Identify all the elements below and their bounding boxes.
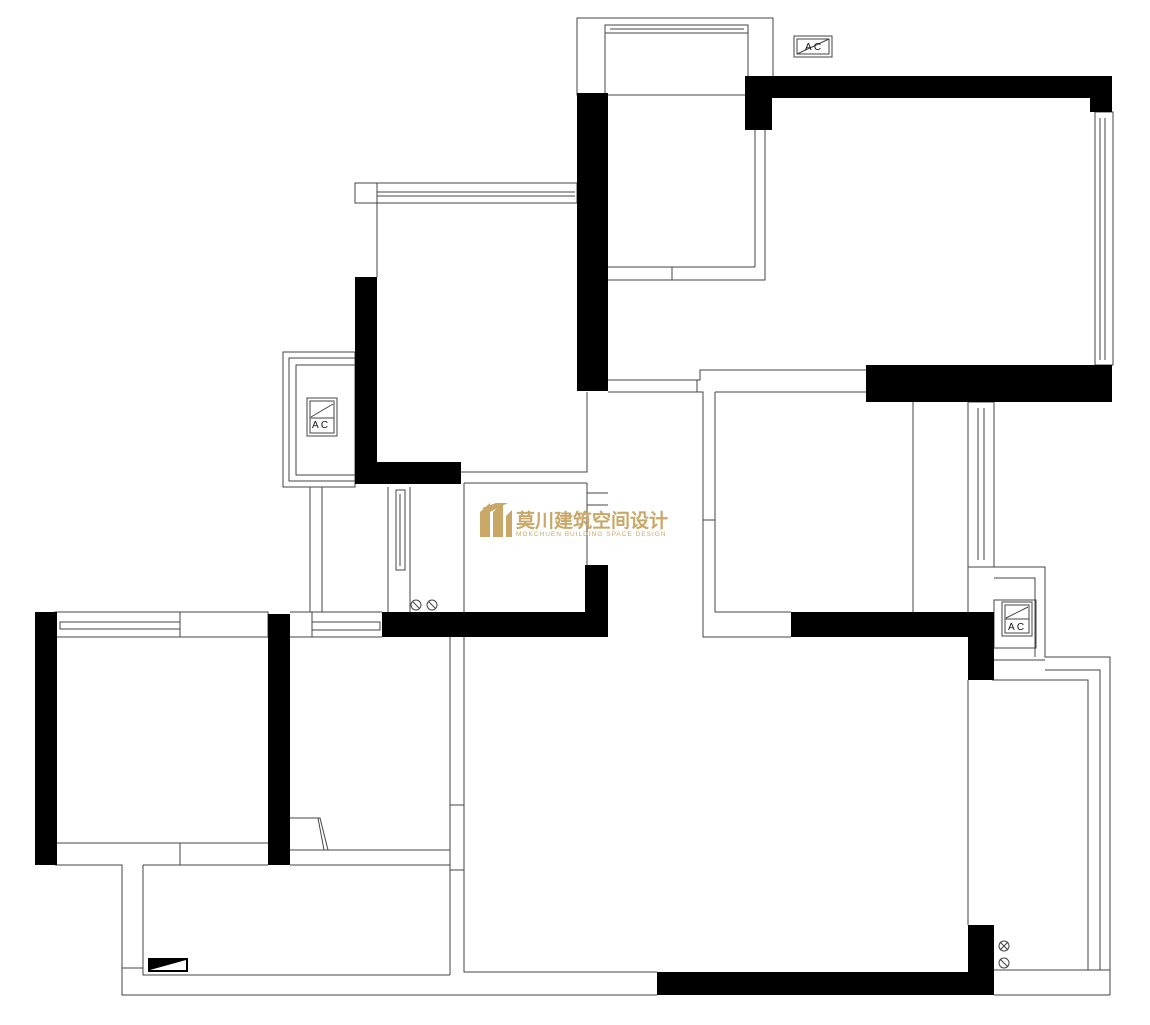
watermark-logo: 莫川建筑空间设计 MOKCHUEN BUILDING SPACE DESIGN xyxy=(480,503,668,538)
wall xyxy=(35,612,57,865)
ac-label: A C xyxy=(1008,622,1024,633)
logo-name-cn: 莫川建筑空间设计 xyxy=(516,509,668,532)
wall xyxy=(268,614,290,865)
wall xyxy=(382,612,608,637)
wall xyxy=(791,612,991,637)
logo-mark-icon xyxy=(480,503,512,537)
logo-name-en: MOKCHUEN BUILDING SPACE DESIGN xyxy=(516,531,667,538)
ac-label: A C xyxy=(805,42,821,53)
wall xyxy=(355,462,461,484)
ac-unit-right: A C xyxy=(1001,601,1033,637)
ac-unit-left: A C xyxy=(306,397,338,437)
wall xyxy=(745,76,772,130)
wall xyxy=(745,76,1112,98)
ac-label: A C xyxy=(312,420,328,431)
wall xyxy=(1090,76,1112,112)
wall xyxy=(355,277,377,484)
ac-unit-top: A C xyxy=(793,35,833,58)
wall xyxy=(657,972,994,995)
solid-walls xyxy=(35,76,1112,995)
wall xyxy=(866,365,1112,402)
wall xyxy=(577,93,608,391)
wall xyxy=(968,612,994,680)
